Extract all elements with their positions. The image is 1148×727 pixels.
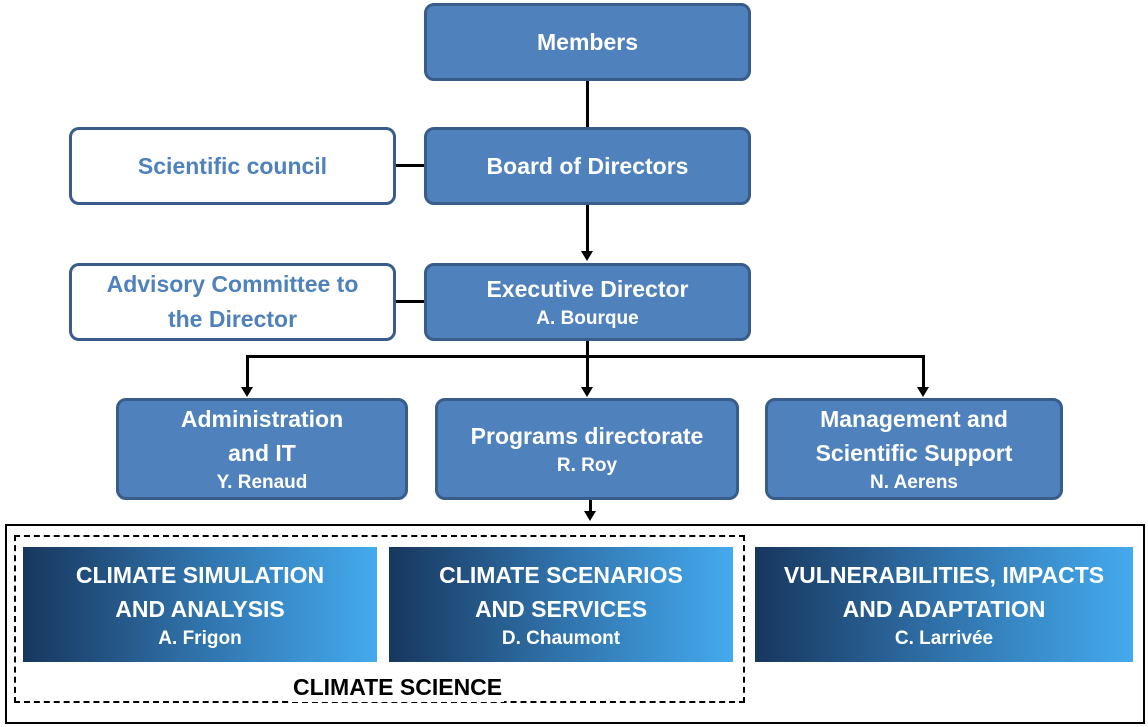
administration-line2: and IT	[228, 440, 296, 466]
management-line2: Scientific Support	[815, 440, 1013, 466]
members-label: Members	[537, 29, 638, 55]
connector-branch-administration	[246, 355, 249, 387]
arrowhead-management	[917, 387, 929, 397]
connector-members-board	[586, 80, 589, 128]
arrowhead-executive	[581, 251, 593, 261]
vulnerabilities-line2: AND ADAPTATION	[842, 595, 1046, 622]
programs-directorate-node: Programs directorate R. Roy	[435, 398, 739, 500]
members-node: Members	[424, 3, 751, 81]
connector-advisory-executive	[394, 300, 426, 303]
climate-simulation-line1: CLIMATE SIMULATION	[75, 561, 325, 588]
connector-board-executive	[586, 204, 589, 252]
scientific-council-label: Scientific council	[137, 152, 328, 179]
advisory-line1: Advisory Committee to	[106, 271, 359, 297]
vulnerabilities-line1: VULNERABILITIES, IMPACTS	[783, 561, 1105, 588]
executive-director-node: Executive Director A. Bourque	[424, 263, 751, 341]
arrowhead-administration	[241, 387, 253, 397]
connector-executive-down	[586, 340, 589, 357]
climate-scenarios-line2: AND SERVICES	[474, 595, 648, 622]
management-line1: Management and	[820, 406, 1008, 432]
executive-title: Executive Director	[486, 276, 689, 302]
climate-simulation-node: CLIMATE SIMULATION AND ANALYSIS A. Frigo…	[23, 547, 377, 662]
connector-council-board	[394, 164, 426, 167]
programs-name: R. Roy	[556, 455, 618, 476]
executive-name: A. Bourque	[536, 308, 639, 329]
climate-simulation-name: A. Frigon	[158, 627, 242, 649]
connector-branch-programs	[586, 355, 589, 387]
administration-line1: Administration	[180, 406, 344, 432]
connector-programs-science	[589, 499, 592, 511]
management-node: Management and Scientific Support N. Aer…	[765, 398, 1063, 500]
climate-scenarios-line1: CLIMATE SCENARIOS	[439, 561, 683, 588]
arrowhead-programs	[581, 387, 593, 397]
advisory-committee-node: Advisory Committee to the Director	[69, 263, 396, 341]
programs-title: Programs directorate	[470, 423, 704, 449]
connector-branch-management	[922, 355, 925, 387]
climate-simulation-line2: AND ANALYSIS	[115, 595, 285, 622]
connector-horizontal-branch	[246, 355, 925, 358]
climate-scenarios-name: D. Chaumont	[501, 627, 621, 649]
programs-frame	[5, 524, 1145, 724]
management-name: N. Aerens	[870, 472, 958, 493]
advisory-line2: the Director	[167, 306, 298, 332]
vulnerabilities-node: VULNERABILITIES, IMPACTS AND ADAPTATION …	[755, 547, 1133, 662]
climate-science-frame	[14, 535, 745, 703]
board-node: Board of Directors	[424, 127, 751, 205]
climate-scenarios-node: CLIMATE SCENARIOS AND SERVICES D. Chaumo…	[389, 547, 733, 662]
administration-node: Administration and IT Y. Renaud	[116, 398, 408, 500]
administration-name: Y. Renaud	[216, 472, 308, 493]
scientific-council-node: Scientific council	[69, 127, 396, 205]
climate-science-label: CLIMATE SCIENCE	[291, 672, 505, 702]
vulnerabilities-name: C. Larrivée	[894, 627, 994, 649]
arrowhead-science	[584, 511, 596, 521]
board-label: Board of Directors	[486, 153, 689, 179]
